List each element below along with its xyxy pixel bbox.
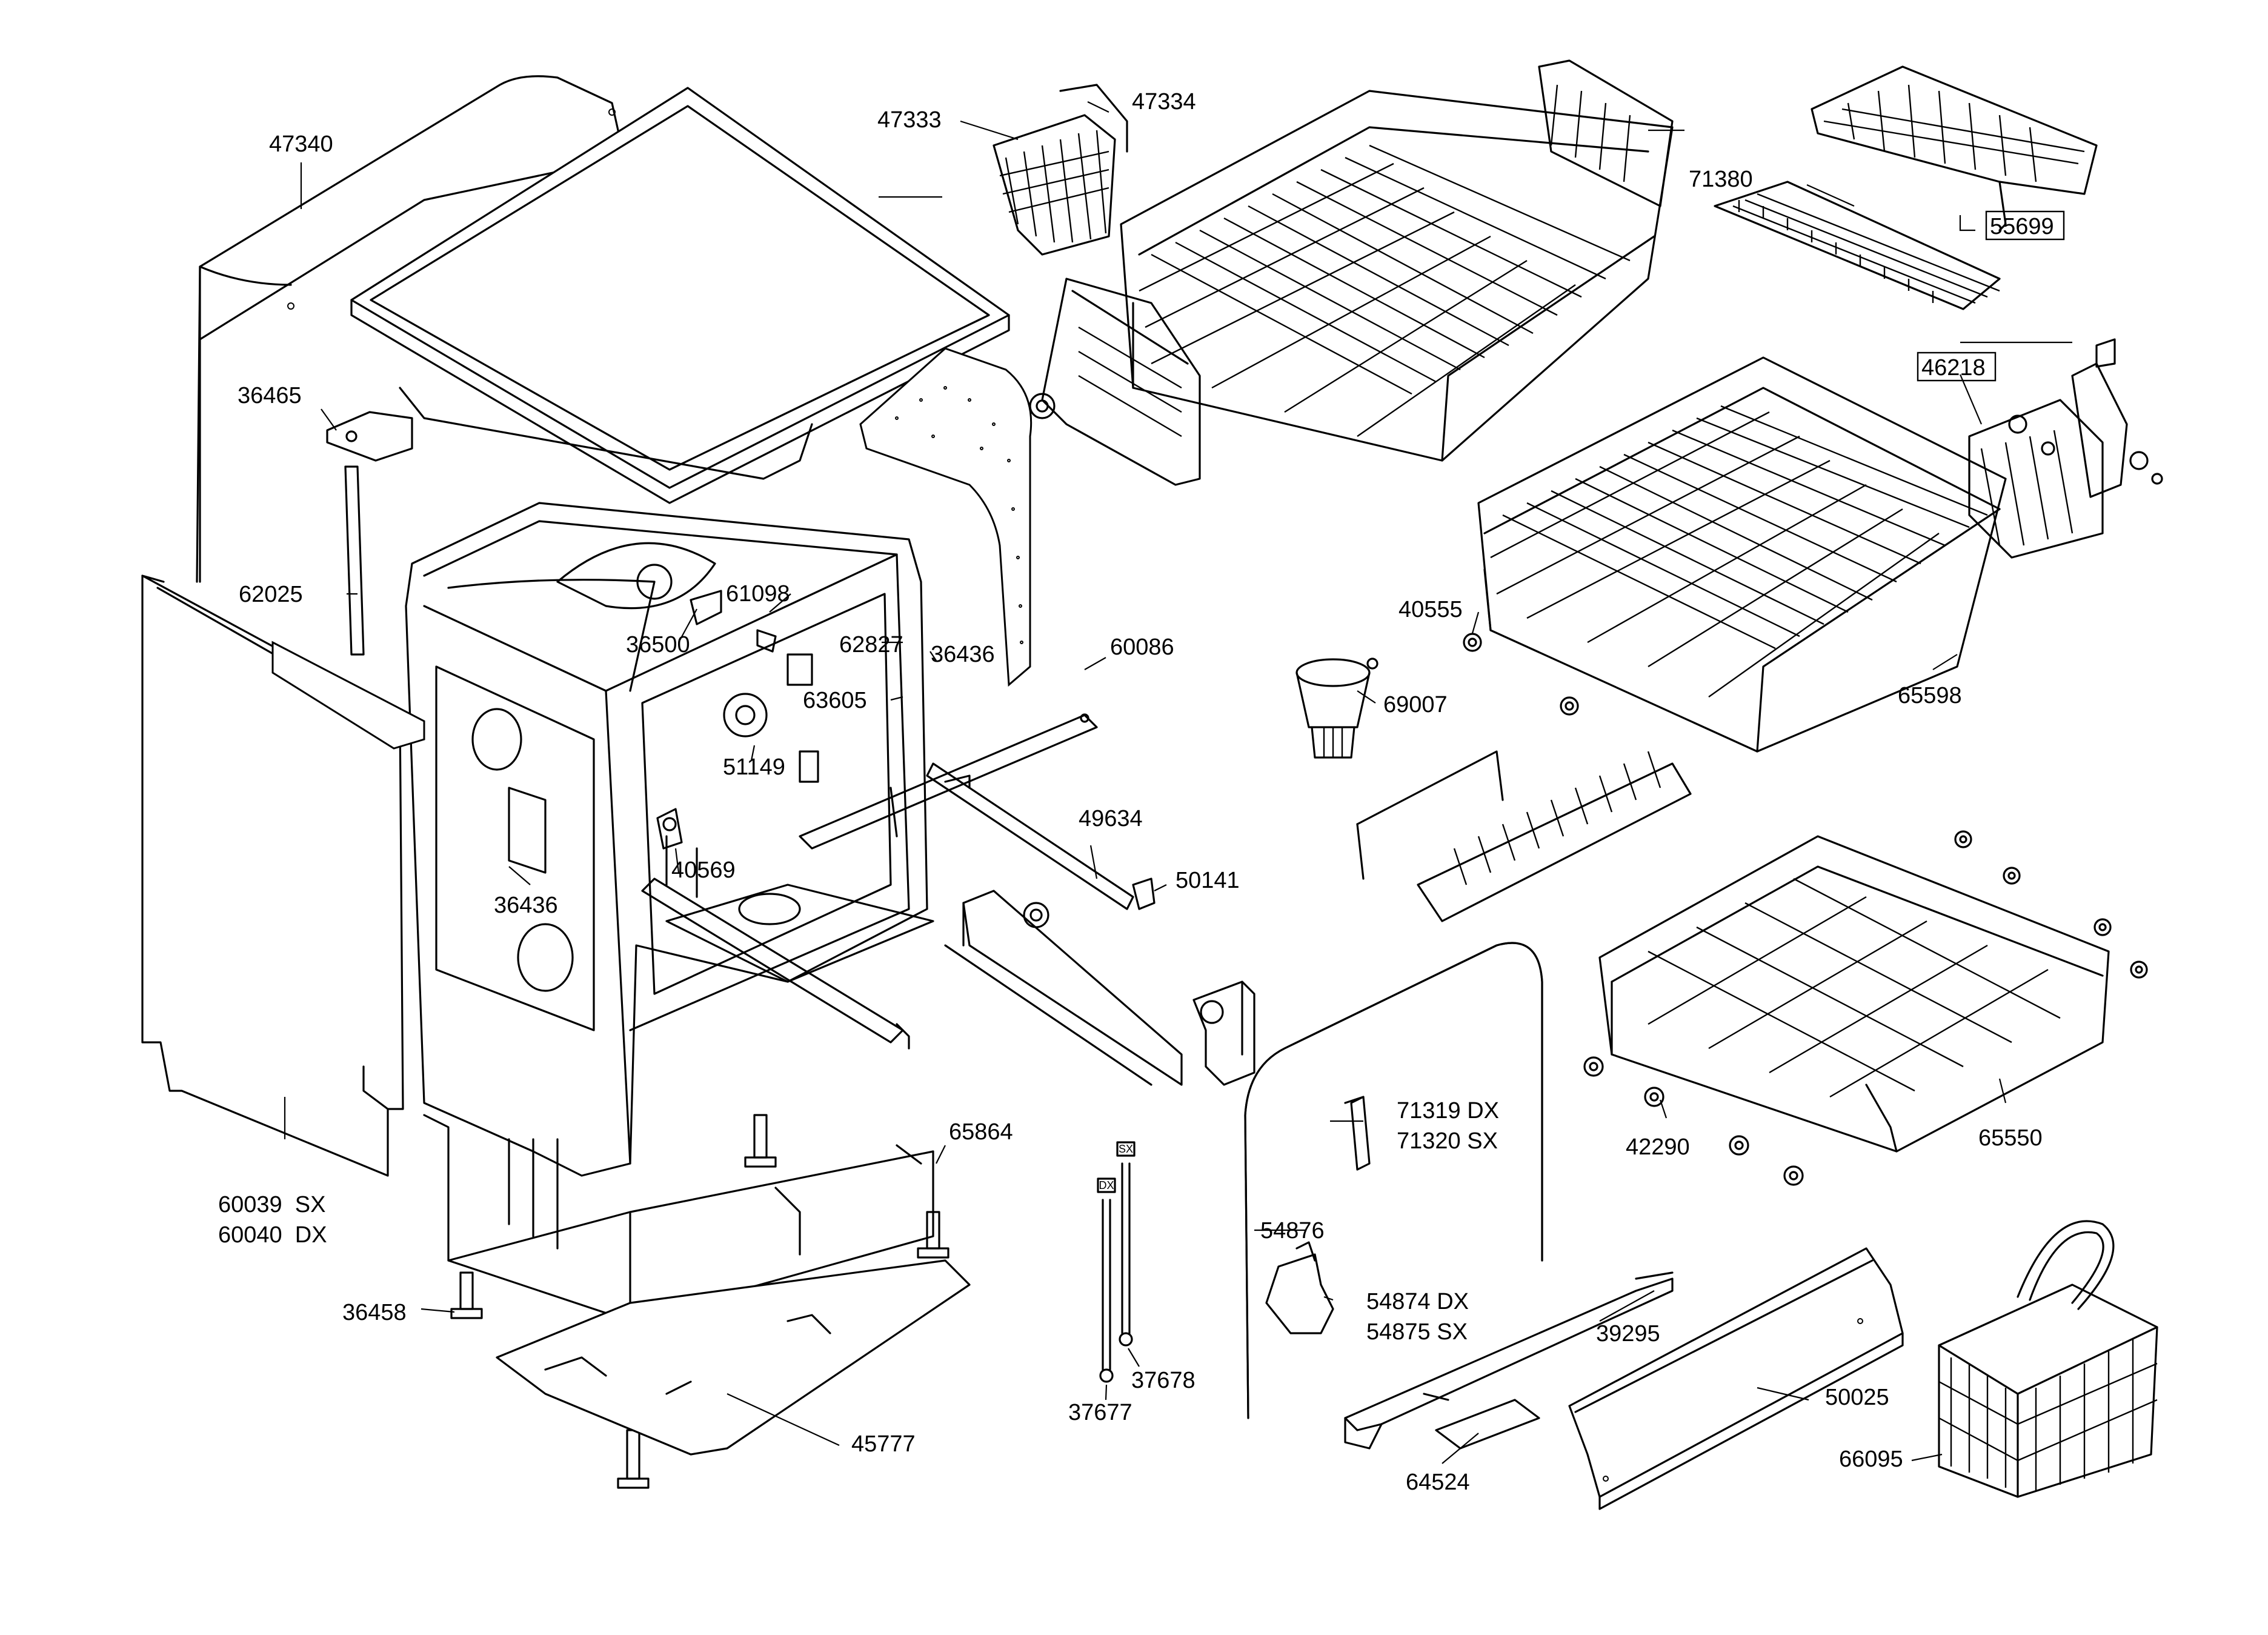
label-36436-a: 36436 bbox=[931, 642, 995, 667]
part-50141-clip bbox=[1132, 877, 1156, 910]
part-39295-rail bbox=[1344, 1271, 1674, 1450]
part-worktop-board bbox=[350, 87, 1010, 504]
label-65598: 65598 bbox=[1898, 683, 1962, 708]
label-54875: 54875 SX bbox=[1366, 1319, 1468, 1345]
part-46218-height-adjuster bbox=[1968, 338, 2163, 559]
part-insulation-blanket bbox=[859, 347, 1033, 687]
label-65550: 65550 bbox=[1978, 1125, 2043, 1151]
part-37678-rod: SX bbox=[1116, 1141, 1136, 1347]
part-door-panel bbox=[141, 574, 425, 1177]
label-60040: 60040 DX bbox=[218, 1222, 327, 1248]
part-55699-cup-shelf bbox=[1811, 65, 2098, 231]
label-47333: 47333 bbox=[877, 107, 942, 133]
label-47340: 47340 bbox=[269, 132, 333, 157]
label-37677: 37677 bbox=[1068, 1400, 1132, 1425]
label-62025: 62025 bbox=[239, 582, 303, 607]
label-51149: 51149 bbox=[723, 754, 785, 780]
label-45777: 45777 bbox=[851, 1431, 916, 1457]
part-hinge-block bbox=[1192, 981, 1255, 1086]
label-42290: 42290 bbox=[1626, 1134, 1690, 1160]
part-45777-base-plate bbox=[496, 1259, 971, 1456]
label-40555: 40555 bbox=[1398, 597, 1463, 622]
label-36465: 36465 bbox=[238, 383, 302, 408]
label-63605: 63605 bbox=[803, 688, 867, 713]
part-50025-kickboard bbox=[1568, 1247, 1904, 1510]
label-60086: 60086 bbox=[1110, 634, 1174, 660]
part-65550-lower-basket bbox=[1583, 830, 2148, 1186]
part-tub-frame bbox=[405, 502, 934, 1322]
label-36436-b: 36436 bbox=[494, 893, 558, 918]
label-64524: 64524 bbox=[1406, 1470, 1470, 1495]
part-40569-clip bbox=[656, 808, 683, 850]
label-39295: 39295 bbox=[1596, 1321, 1660, 1347]
sx-mark-text: SX bbox=[1119, 1143, 1133, 1155]
leader-lines bbox=[284, 101, 2072, 1464]
label-54874: 54874 DX bbox=[1366, 1289, 1469, 1314]
label-66095: 66095 bbox=[1839, 1447, 1903, 1472]
part-60086-rail bbox=[799, 713, 1098, 850]
part-66095-cutlery-basket bbox=[1938, 1220, 2158, 1498]
part-71380-tine-rows bbox=[1714, 181, 2001, 310]
label-37678: 37678 bbox=[1131, 1368, 1196, 1393]
label-71319: 71319 DX bbox=[1397, 1098, 1499, 1124]
label-71380: 71380 bbox=[1689, 167, 1753, 192]
label-61098: 61098 bbox=[726, 581, 790, 607]
part-65598-basket bbox=[1463, 356, 2007, 753]
label-54876: 54876 bbox=[1260, 1218, 1325, 1244]
label-55699-box bbox=[1985, 210, 2065, 241]
label-36458: 36458 bbox=[342, 1300, 407, 1325]
part-64524-plate bbox=[1435, 1399, 1540, 1450]
label-71320: 71320 SX bbox=[1397, 1128, 1498, 1154]
part-36465-bracket bbox=[326, 411, 413, 656]
part-61098-latch bbox=[690, 590, 777, 653]
label-50025: 50025 bbox=[1825, 1385, 1889, 1410]
part-71319-clip bbox=[1344, 1096, 1371, 1171]
label-36500: 36500 bbox=[626, 632, 690, 658]
part-69007-cup bbox=[1295, 658, 1378, 759]
part-37677-rod: DX bbox=[1097, 1177, 1116, 1383]
dx-mark-text: DX bbox=[1099, 1179, 1114, 1191]
label-40569: 40569 bbox=[671, 857, 736, 883]
part-wire-tines bbox=[1356, 750, 1692, 922]
part-54874-hinge-cover bbox=[1265, 1241, 1334, 1334]
label-50141: 50141 bbox=[1176, 868, 1240, 893]
label-62827: 62827 bbox=[839, 632, 903, 658]
part-47333-small-basket bbox=[993, 84, 1128, 256]
label-49634: 49634 bbox=[1079, 806, 1143, 831]
label-60039: 60039 SX bbox=[218, 1192, 325, 1217]
label-55699: 55699 bbox=[1990, 214, 2054, 239]
label-47334: 47334 bbox=[1132, 89, 1196, 115]
part-upper-basket bbox=[1120, 59, 1674, 462]
part-kick-bar bbox=[944, 890, 1183, 1086]
part-54876-door-seal bbox=[1244, 942, 1543, 1419]
label-65864: 65864 bbox=[949, 1119, 1013, 1145]
label-46218: 46218 bbox=[1921, 355, 1986, 381]
part-rack-rail-bracket bbox=[1029, 278, 1201, 486]
part-labels: 47340 47333 47334 71380 55699 36465 4621… bbox=[218, 89, 2054, 1495]
part-49634-rail bbox=[890, 762, 1134, 910]
label-69007: 69007 bbox=[1383, 692, 1448, 718]
label-46218-box bbox=[1917, 351, 1997, 382]
part-lower-rail bbox=[641, 877, 910, 1050]
